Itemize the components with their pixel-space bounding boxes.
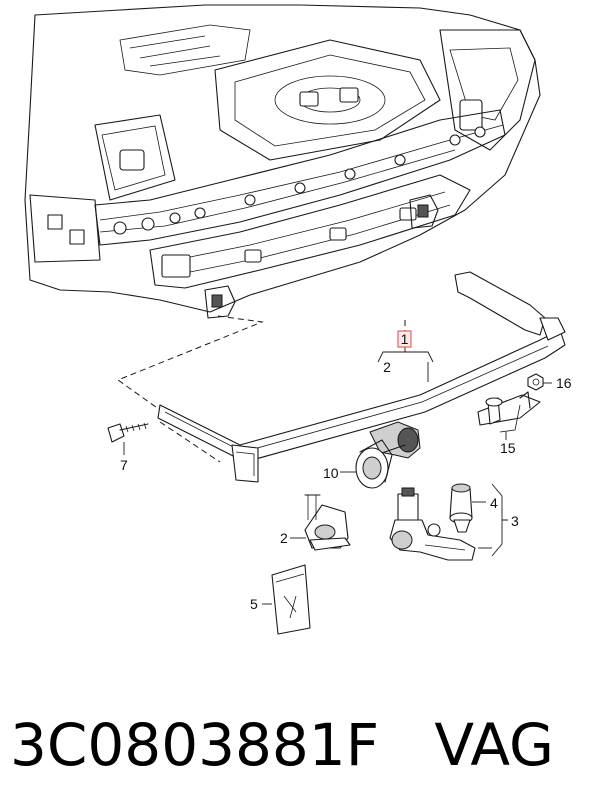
part-caption: 3C0803881F VAG [10, 700, 590, 790]
callout-15: 15 [500, 440, 516, 456]
part-number: 3C0803881F [10, 711, 380, 779]
callout-1-highlight-box [397, 330, 412, 348]
callout-3: 3 [511, 513, 519, 529]
bracket-part-15 [477, 391, 541, 433]
callout-1: 1 [401, 331, 409, 347]
bolt-part-7 [107, 422, 149, 443]
callout-leaders [123, 345, 552, 605]
callout-2-top: 2 [383, 359, 391, 375]
vehicle-rear-body [24, 4, 541, 319]
brand-name: VAG [434, 711, 554, 779]
callout-16: 16 [556, 375, 572, 391]
callout-labels: 1 2 16 15 7 10 4 3 2 5 [120, 330, 572, 612]
assembly-guide-lines [116, 315, 406, 463]
ball-neck-part-3 [389, 487, 476, 561]
callout-4: 4 [490, 495, 498, 511]
callout-5: 5 [250, 596, 258, 612]
callout-2-bottom: 2 [280, 530, 288, 546]
electrical-socket-part-10 [355, 439, 393, 489]
callout-7: 7 [120, 457, 128, 473]
protective-cap-part-4 [449, 483, 473, 533]
callout-10: 10 [323, 465, 339, 481]
mounting-plate-part-2 [304, 494, 351, 551]
nut-part-16 [527, 373, 544, 391]
exploded-parts-diagram: 1 2 16 15 7 10 4 3 2 5 [24, 4, 572, 635]
parts-bag-part-5 [271, 564, 311, 635]
